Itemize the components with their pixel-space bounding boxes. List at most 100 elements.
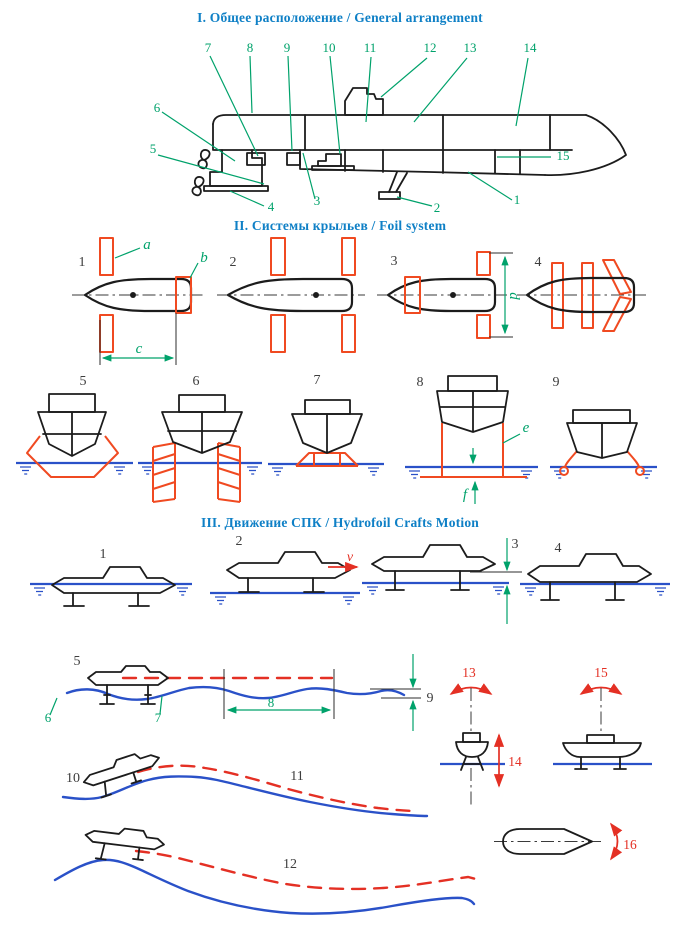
- callout-7: 7: [205, 40, 212, 55]
- wave-number-8: 8: [268, 695, 275, 710]
- stern-foot-plate: [203, 185, 269, 192]
- plan-number-1: 1: [79, 255, 86, 270]
- dim-extension: [489, 252, 513, 338]
- callout-6: 6: [154, 100, 161, 115]
- hull-plan: [525, 276, 636, 314]
- callout-13: 13: [464, 40, 477, 55]
- general-arrangement-figure: 7 8 9 10 11 12 13 14 6 5 4 3 2 1 15: [150, 40, 627, 215]
- hull-plan-small: [502, 828, 593, 855]
- wave-line: [65, 685, 406, 701]
- center-dot: [313, 292, 319, 298]
- hull-front: [436, 390, 509, 433]
- superstructure: [586, 734, 615, 744]
- water-mark-icon: [19, 466, 32, 475]
- label-leader: [114, 247, 199, 279]
- water-mark-icon: [492, 586, 505, 595]
- stern-appendage: [209, 149, 263, 187]
- flight-path-dashed: [134, 849, 478, 891]
- foil-struts: [385, 570, 470, 591]
- motion-oscillation-views: 13 14 15 16: [440, 665, 652, 861]
- motion-side-views: 1 v 2 3 4: [30, 534, 670, 624]
- motion-number-2: 2: [236, 534, 243, 549]
- superstructure: [304, 399, 351, 415]
- foil-plan-views: 1 a b c 2 3 d: [72, 237, 646, 365]
- ring-foil: [26, 435, 119, 478]
- water-mark-icon: [271, 467, 284, 476]
- speed-label: v: [347, 550, 354, 565]
- foil-struts: [94, 842, 144, 861]
- center-dot: [130, 292, 136, 298]
- callout-9: 9: [284, 40, 291, 55]
- foil-panel: [404, 276, 421, 314]
- water-mark-icon: [113, 466, 126, 475]
- foil-struts: [100, 771, 142, 799]
- water-mark-icon: [214, 596, 227, 605]
- callout-1: 1: [514, 192, 521, 207]
- pitch-arc-arrow: [579, 683, 623, 695]
- wheelhouse: [344, 87, 384, 116]
- waveheight-lines: [370, 688, 421, 699]
- foil-panel: [551, 262, 564, 329]
- oscillation-number-16: 16: [623, 837, 637, 852]
- front-number-5: 5: [80, 374, 87, 389]
- label-a: a: [143, 237, 151, 253]
- section2-title: II. Системы крыльев / Foil system: [233, 218, 447, 233]
- front-number-9: 9: [553, 375, 560, 390]
- path-number-11: 11: [290, 769, 303, 784]
- surface-piercing-foil: [564, 450, 640, 468]
- callout-15: 15: [557, 148, 570, 163]
- boat-platforming: [84, 827, 165, 861]
- water-mark-icon: [367, 467, 380, 476]
- front-number-7: 7: [314, 373, 321, 388]
- foil-struts: [540, 581, 625, 601]
- wave-line: [61, 775, 429, 818]
- ladder-foil: [217, 442, 241, 503]
- superstructure: [178, 394, 226, 413]
- foil-panel: [476, 314, 491, 339]
- label-c: c: [136, 341, 143, 357]
- hull-profile-deck: [212, 114, 587, 125]
- engine-base: [311, 165, 355, 171]
- plan-number-2: 2: [230, 255, 237, 270]
- callout-8: 8: [247, 40, 254, 55]
- wave-line: [53, 858, 476, 915]
- foil-struts: [238, 577, 325, 593]
- hull-plan: [226, 277, 354, 313]
- oscillation-number-15: 15: [594, 665, 608, 680]
- engine-block: [317, 153, 342, 167]
- hull-front: [291, 413, 363, 454]
- foil-panel: [175, 276, 192, 314]
- hull-front: [566, 422, 638, 459]
- propeller-icon: [197, 149, 211, 170]
- boat-profile: [527, 553, 652, 583]
- water-mark-icon: [176, 587, 189, 596]
- wave-number-6: 6: [45, 710, 52, 725]
- callout-5: 5: [150, 141, 157, 156]
- motion-number-1: 1: [100, 547, 107, 562]
- boat-front: [455, 741, 489, 771]
- foil-float: [635, 466, 645, 476]
- foil-front-views: 5 6 7 e: [16, 373, 657, 504]
- label-b: b: [200, 250, 208, 266]
- roll-arc-arrow: [449, 683, 493, 695]
- foil-panel: [99, 237, 114, 276]
- front-number-8: 8: [417, 375, 424, 390]
- foil-struts: [63, 592, 150, 607]
- superstructure: [572, 409, 631, 424]
- motion-number-4: 4: [555, 541, 562, 556]
- oscillation-number-13: 13: [462, 665, 476, 680]
- label-leaders: [49, 695, 163, 716]
- label-f: f: [463, 487, 469, 503]
- motion-number-3: 3: [512, 537, 519, 552]
- label-d: d: [506, 292, 522, 300]
- boat-profile: [84, 827, 165, 851]
- foil-panel: [581, 262, 594, 329]
- callout-12: 12: [424, 40, 437, 55]
- water-mark-icon: [246, 466, 259, 475]
- yaw-arc-arrow: [609, 822, 623, 861]
- propeller-icon: [191, 176, 205, 197]
- dim-extension: [99, 313, 177, 365]
- foil-panel: [341, 314, 356, 353]
